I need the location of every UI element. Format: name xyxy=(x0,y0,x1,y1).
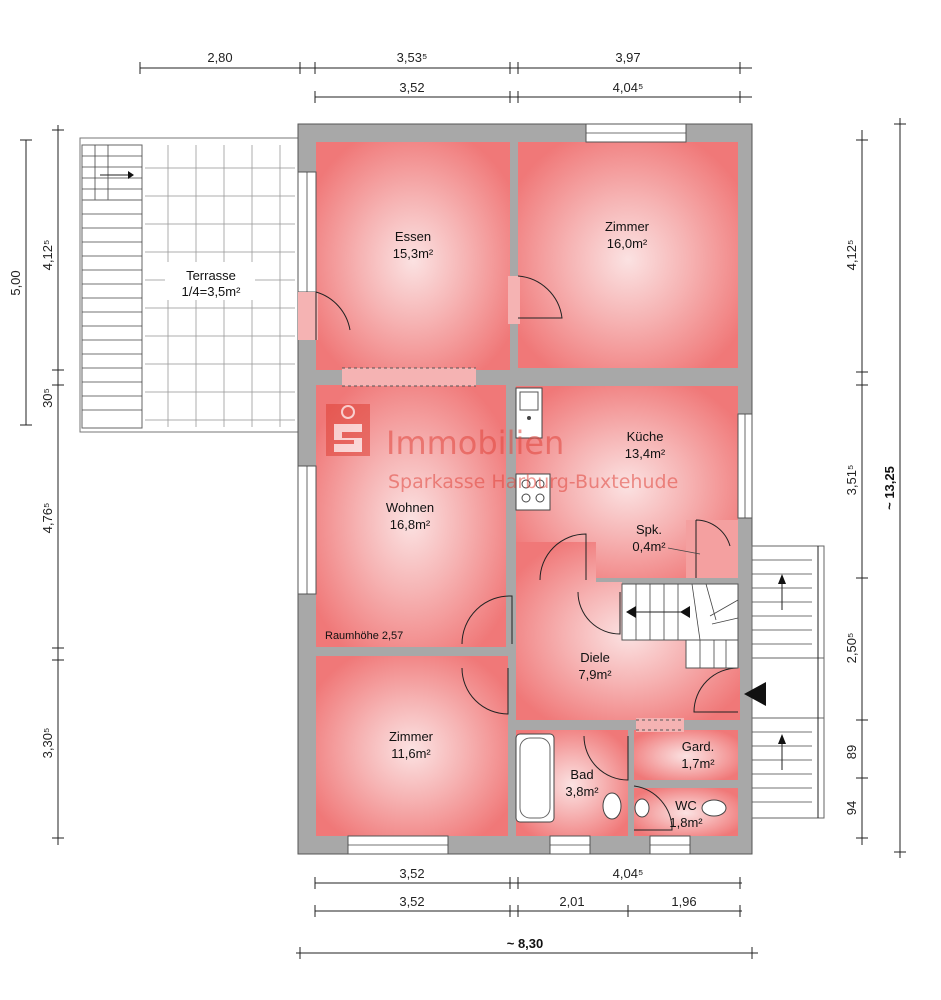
kueche-area: 13,4m² xyxy=(625,446,666,461)
room-essen xyxy=(316,142,510,370)
dim-bottom-1: 3,52 xyxy=(399,866,424,881)
dimensions-bottom: 3,52 4,04⁵ 3,52 2,01 1,96 ~ 8,30 xyxy=(296,866,758,959)
terrace-area: 1/4=3,5m² xyxy=(182,284,242,299)
dim-right-total: ~ 13,25 xyxy=(882,466,897,510)
room-gard xyxy=(634,730,738,780)
dim-right-3: 2,50⁵ xyxy=(844,633,859,664)
dim-top-2: 3,53⁵ xyxy=(397,50,428,65)
sparkasse-logo-icon xyxy=(326,404,370,456)
room-labels: Essen 15,3m² Zimmer 16,0m² Küche 13,4m² … xyxy=(325,219,715,830)
essen-name: Essen xyxy=(395,229,431,244)
rooms xyxy=(316,142,740,836)
dimensions-left: 5,00 4,12⁵ 30⁵ 4,76⁵ 3,30⁵ xyxy=(8,125,64,845)
dimensions-top: 2,80 3,53⁵ 3,97 3,52 4,04⁵ xyxy=(139,50,752,103)
dim-right-4: 89 xyxy=(844,745,859,759)
fixtures xyxy=(515,387,727,823)
room-diele xyxy=(516,542,740,720)
toilet-icon xyxy=(602,792,622,820)
dim-left-2: 4,12⁵ xyxy=(40,240,55,271)
dim-left-3: 30⁵ xyxy=(40,388,55,408)
room-zimmer-1 xyxy=(518,142,738,368)
zimmer1-name: Zimmer xyxy=(605,219,650,234)
room-height-note: Raumhöhe 2,57 xyxy=(325,630,403,642)
bad-name: Bad xyxy=(570,767,593,782)
dim-top-1: 2,80 xyxy=(207,50,232,65)
diele-name: Diele xyxy=(580,650,610,665)
dim-left-4: 4,76⁵ xyxy=(40,503,55,534)
bad-area: 3,8m² xyxy=(565,784,599,799)
wc-basin-icon xyxy=(634,798,650,818)
bathtub-icon xyxy=(515,733,555,823)
dim-bottom-total: ~ 8,30 xyxy=(507,936,544,951)
room-zimmer-2 xyxy=(316,656,508,836)
dim-right-2: 3,51⁵ xyxy=(844,465,859,496)
staircase xyxy=(621,583,739,669)
room-spk xyxy=(686,520,738,578)
essen-area: 15,3m² xyxy=(393,246,434,261)
watermark-subtitle: Sparkasse Harburg-Buxtehude xyxy=(388,471,678,493)
windows xyxy=(297,123,753,855)
dim-bottom-5: 1,96 xyxy=(671,894,696,909)
dim-top-3: 3,97 xyxy=(615,50,640,65)
gard-area: 1,7m² xyxy=(681,756,715,771)
zimmer2-name: Zimmer xyxy=(389,729,434,744)
spk-name: Spk. xyxy=(636,522,662,537)
dim-right-1: 4,12⁵ xyxy=(844,240,859,271)
dimensions-right: 4,12⁵ 3,51⁵ 2,50⁵ 89 94 ~ 13,25 xyxy=(844,118,906,858)
kueche-name: Küche xyxy=(627,429,664,444)
wohnen-name: Wohnen xyxy=(386,500,434,515)
watermark: Immobilien Sparkasse Harburg-Buxtehude xyxy=(326,404,678,493)
stove-icon xyxy=(515,473,551,511)
zimmer2-area: 11,6m² xyxy=(391,746,431,761)
dim-left-5: 3,30⁵ xyxy=(40,728,55,759)
terrace-steps xyxy=(81,144,143,429)
wc-toilet-icon xyxy=(701,799,727,817)
doors xyxy=(298,275,739,831)
dim-top-4: 3,52 xyxy=(399,80,424,95)
gard-name: Gard. xyxy=(682,739,715,754)
terrace-name: Terrasse xyxy=(186,268,236,283)
watermark-title: Immobilien xyxy=(386,424,564,462)
wc-name: WC xyxy=(675,798,697,813)
dim-right-5: 94 xyxy=(844,801,859,815)
dim-bottom-3: 3,52 xyxy=(399,894,424,909)
dim-bottom-4: 2,01 xyxy=(559,894,584,909)
terrace: Terrasse 1/4=3,5m² xyxy=(79,137,299,433)
dim-left-1: 5,00 xyxy=(8,270,23,295)
diele-area: 7,9m² xyxy=(578,667,612,682)
dim-top-5: 4,04⁵ xyxy=(613,80,644,95)
zimmer1-area: 16,0m² xyxy=(607,236,648,251)
entrance-arrow-icon xyxy=(744,682,766,706)
dim-bottom-2: 4,04⁵ xyxy=(613,866,644,881)
spk-area: 0,4m² xyxy=(632,539,666,554)
entrance-stairs xyxy=(744,545,825,819)
wc-area: 1,8m² xyxy=(669,815,703,830)
wohnen-area: 16,8m² xyxy=(390,517,431,532)
